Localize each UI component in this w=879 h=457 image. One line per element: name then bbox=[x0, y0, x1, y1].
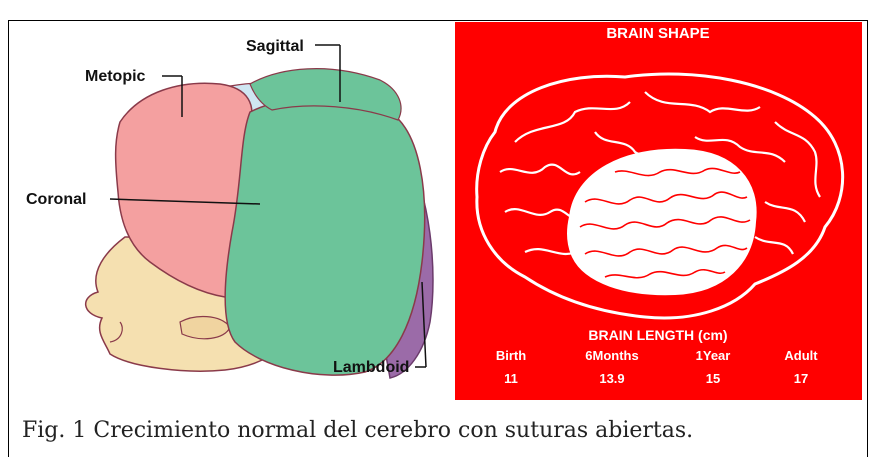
length-value-6months: 13.9 bbox=[599, 371, 624, 386]
brain-illustration: BRAIN SHAPE bbox=[455, 22, 862, 400]
frame-border-top bbox=[8, 20, 868, 21]
brain-shape-panel: BRAIN SHAPE bbox=[455, 22, 862, 400]
length-value-1year: 15 bbox=[706, 371, 720, 386]
parietal-bone bbox=[225, 98, 424, 375]
skull-illustration: Sagittal Metopic Coronal Lambdoid bbox=[10, 22, 450, 400]
stage-label-birth: Birth bbox=[496, 348, 526, 363]
stage-label-1year: 1Year bbox=[696, 348, 731, 363]
infant-skull-diagram: Sagittal Metopic Coronal Lambdoid bbox=[10, 22, 450, 400]
frame-border-right bbox=[867, 20, 868, 457]
stage-label-6months: 6Months bbox=[585, 348, 638, 363]
brain-title: BRAIN SHAPE bbox=[606, 25, 709, 42]
length-value-birth: 11 bbox=[504, 371, 518, 386]
label-coronal: Coronal bbox=[26, 191, 86, 208]
figure-caption: Fig. 1 Crecimiento normal del cerebro co… bbox=[22, 418, 693, 443]
label-lambdoid: Lambdoid bbox=[333, 359, 409, 376]
length-value-adult: 17 bbox=[794, 371, 808, 386]
brain-length-title: BRAIN LENGTH (cm) bbox=[588, 327, 727, 343]
label-sagittal: Sagittal bbox=[246, 38, 304, 55]
frame-border-left bbox=[8, 20, 9, 457]
stage-label-adult: Adult bbox=[784, 348, 818, 363]
label-metopic: Metopic bbox=[85, 68, 146, 85]
